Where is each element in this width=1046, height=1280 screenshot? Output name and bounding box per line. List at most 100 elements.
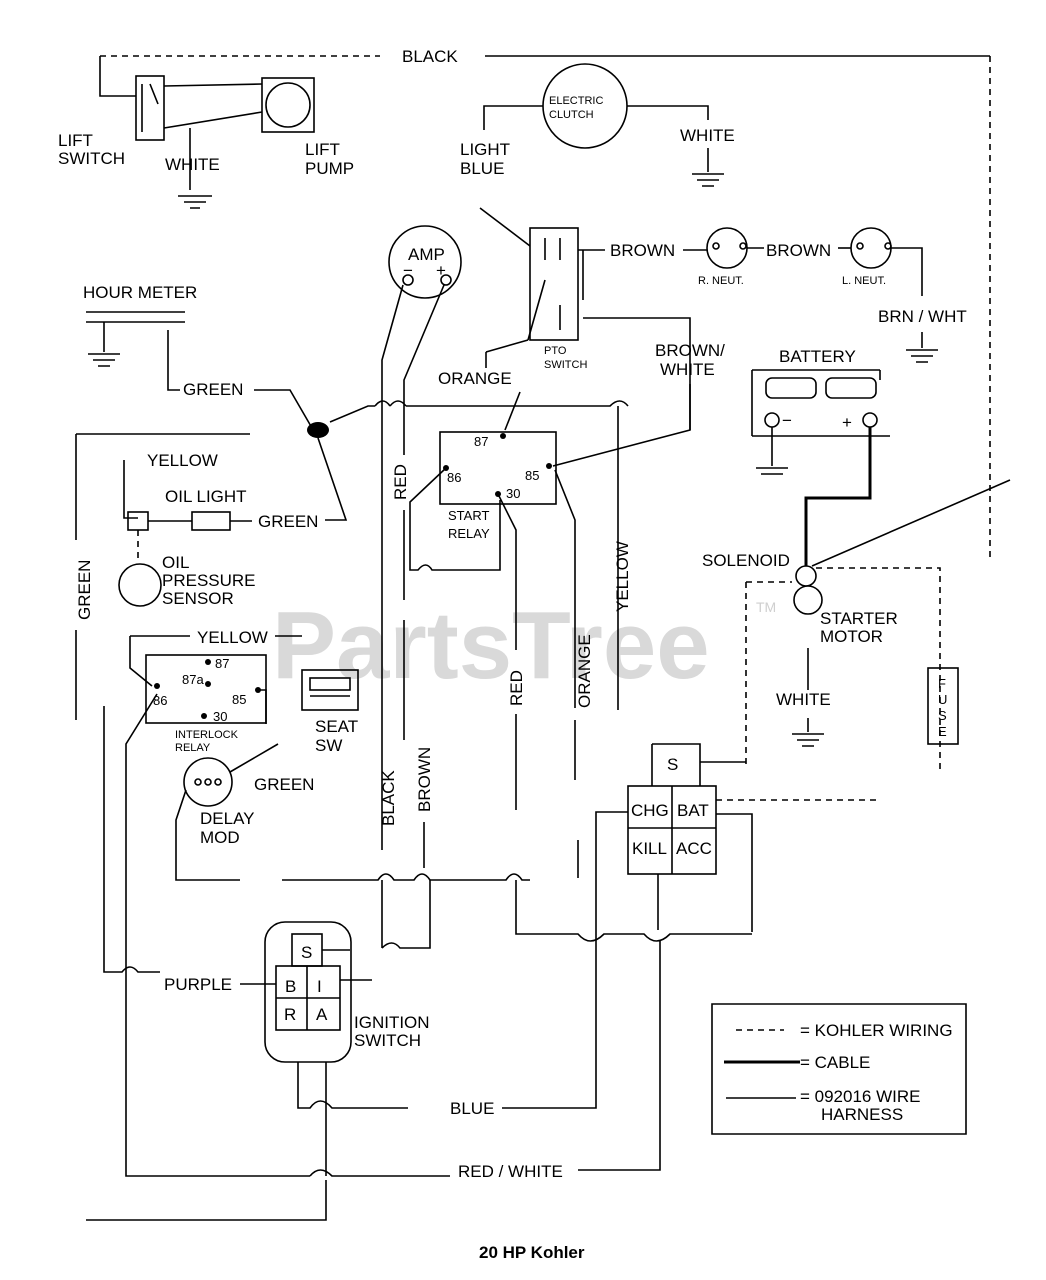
solenoid: SOLENOID — [702, 479, 1011, 587]
red-wire-mid: RED — [381, 420, 410, 850]
svg-text:BATTERY: BATTERY — [779, 347, 856, 366]
svg-text:RED: RED — [507, 670, 526, 706]
svg-text:SWITCH: SWITCH — [544, 359, 587, 371]
svg-text:CLUTCH: CLUTCH — [549, 109, 594, 121]
lift-wiring: WHITE — [163, 83, 263, 209]
svg-text:87: 87 — [474, 434, 488, 449]
svg-text:KILL: KILL — [632, 839, 667, 858]
svg-text:MOD: MOD — [200, 828, 240, 847]
brown-white-wire: BROWN/ WHITE — [552, 341, 725, 467]
svg-text:RED / WHITE: RED / WHITE — [458, 1162, 563, 1181]
svg-text:ELECTRIC: ELECTRIC — [549, 95, 603, 107]
oil-light: YELLOW OIL LIGHT GREEN — [123, 451, 318, 560]
svg-text:S: S — [301, 943, 312, 962]
svg-text:E: E — [938, 724, 947, 739]
svg-text:LIFT: LIFT — [58, 131, 93, 150]
svg-text:I: I — [317, 977, 322, 996]
svg-text:30: 30 — [506, 486, 520, 501]
start-relay: 87 86 85 30 START RELAY — [409, 431, 576, 708]
svg-text:= 092016 WIRE: = 092016 WIRE — [800, 1087, 921, 1106]
legend-box: = KOHLER WIRING = CABLE = 092016 WIRE HA… — [711, 1003, 967, 1135]
battery: BATTERY − + — [751, 347, 890, 568]
purple-wire: PURPLE — [164, 975, 276, 994]
svg-text:F: F — [938, 676, 946, 691]
svg-text:OIL LIGHT: OIL LIGHT — [165, 487, 247, 506]
svg-text:OIL: OIL — [162, 553, 189, 572]
svg-text:BROWN: BROWN — [610, 241, 675, 260]
svg-text:SWITCH: SWITCH — [58, 149, 125, 168]
svg-text:86: 86 — [447, 470, 461, 485]
svg-text:R: R — [284, 1005, 296, 1024]
svg-text:YELLOW: YELLOW — [613, 541, 632, 612]
amp-meter: AMP − + — [381, 225, 462, 420]
svg-text:BROWN: BROWN — [766, 241, 831, 260]
svg-text:HOUR METER: HOUR METER — [83, 283, 197, 302]
svg-text:WHITE: WHITE — [165, 155, 220, 174]
svg-text:START: START — [448, 508, 489, 523]
svg-text:PURPLE: PURPLE — [164, 975, 232, 994]
svg-text:= KOHLER WIRING: = KOHLER WIRING — [800, 1021, 953, 1040]
svg-text:L. NEUT.: L. NEUT. — [842, 275, 886, 287]
svg-text:GREEN: GREEN — [183, 380, 243, 399]
svg-text:= CABLE: = CABLE — [800, 1053, 870, 1072]
svg-text:S: S — [667, 755, 678, 774]
svg-text:85: 85 — [525, 468, 539, 483]
svg-text:STARTER: STARTER — [820, 609, 898, 628]
svg-text:RED: RED — [391, 464, 410, 500]
green-wire-left: GREEN — [75, 433, 250, 720]
seat-switch: SEAT SW — [301, 669, 359, 755]
svg-text:B: B — [285, 977, 296, 996]
svg-text:−: − — [403, 261, 413, 280]
svg-text:DELAY: DELAY — [200, 809, 255, 828]
svg-text:+: + — [842, 413, 852, 432]
svg-text:SEAT: SEAT — [315, 717, 358, 736]
svg-text:ORANGE: ORANGE — [575, 634, 594, 708]
l-neut-switch: L. NEUT. BRN / WHT — [838, 227, 967, 363]
svg-text:SW: SW — [315, 736, 342, 755]
svg-text:RELAY: RELAY — [448, 526, 490, 541]
svg-text:AMP: AMP — [408, 245, 445, 264]
svg-text:YELLOW: YELLOW — [147, 451, 218, 470]
bottom-bus — [515, 880, 752, 942]
svg-text:SWITCH: SWITCH — [354, 1031, 421, 1050]
red-white-wire: RED / WHITE — [86, 940, 661, 1221]
r-neut-switch: R. NEUT. BROWN — [683, 227, 831, 287]
svg-text:BLACK: BLACK — [402, 47, 458, 66]
svg-text:LIFT: LIFT — [305, 140, 340, 159]
svg-text:MOTOR: MOTOR — [820, 627, 883, 646]
svg-text:GREEN: GREEN — [75, 560, 94, 620]
svg-text:A: A — [316, 1005, 328, 1024]
svg-text:PUMP: PUMP — [305, 159, 354, 178]
svg-text:S: S — [938, 708, 947, 723]
svg-text:+: + — [436, 261, 446, 280]
svg-text:BROWN/: BROWN/ — [655, 341, 725, 360]
svg-text:CHG: CHG — [631, 801, 669, 820]
svg-text:BROWN: BROWN — [415, 747, 434, 812]
orange-wire-top: ORANGE — [438, 352, 521, 431]
electric-clutch: ELECTRIC CLUTCH LIGHT BLUE WHITE — [460, 63, 735, 187]
svg-text:WHITE: WHITE — [660, 360, 715, 379]
svg-text:GREEN: GREEN — [254, 775, 314, 794]
hour-meter: HOUR METER GREEN — [83, 283, 313, 429]
trademark: TM — [756, 599, 776, 615]
svg-text:BAT: BAT — [677, 801, 709, 820]
splice-node — [307, 422, 329, 438]
svg-text:BLUE: BLUE — [460, 159, 504, 178]
voltage-regulator: S CHG BAT KILL ACC — [595, 743, 880, 940]
lift-switch: LIFT SWITCH — [58, 75, 165, 168]
svg-text:GREEN: GREEN — [258, 512, 318, 531]
svg-text:YELLOW: YELLOW — [197, 628, 268, 647]
svg-text:SENSOR: SENSOR — [162, 589, 234, 608]
red-orange-lower: RED ORANGE — [497, 493, 594, 878]
delay-module: GREEN DELAY MOD — [175, 757, 314, 881]
svg-text:87a: 87a — [182, 672, 204, 687]
svg-text:RELAY: RELAY — [175, 742, 211, 754]
ignition-switch: S B I R A IGNITION SWITCH — [264, 921, 430, 1176]
lift-pump: LIFT PUMP — [261, 77, 354, 178]
yellow-wire-right: YELLOW — [440, 400, 632, 710]
blue-wire: BLUE — [450, 940, 597, 1118]
svg-text:85: 85 — [232, 692, 246, 707]
diagram-caption: 20 HP Kohler — [479, 1243, 585, 1262]
black-brown-lower: BLACK BROWN — [379, 747, 434, 868]
